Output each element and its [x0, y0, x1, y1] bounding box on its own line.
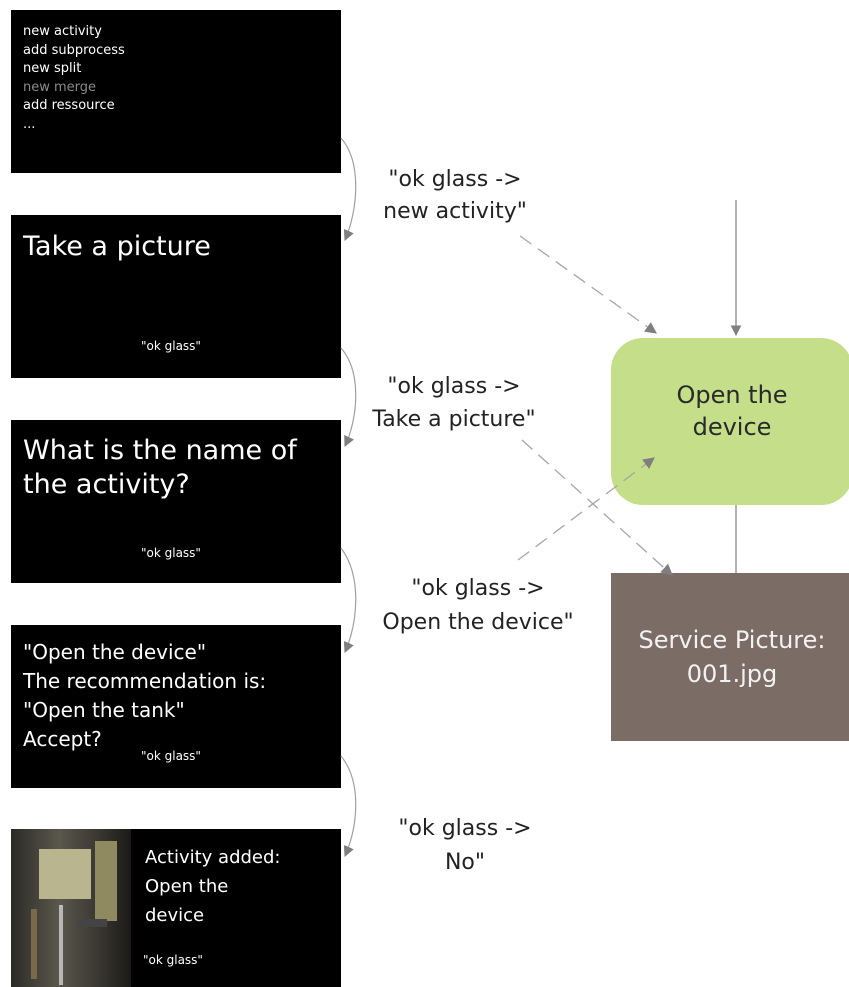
card-voice-hint: "ok glass" [141, 339, 201, 353]
menu-item-new-merge: new merge [23, 79, 97, 95]
menu-item-more[interactable]: ... [23, 116, 36, 132]
transition-arrow [340, 755, 357, 857]
menu-list: new activity add subprocess new split ne… [23, 23, 341, 134]
card-voice-hint: "ok glass" [141, 546, 201, 560]
card-title: Activity added: Open the device [145, 847, 281, 926]
card-voice-hint: "ok glass" [141, 749, 201, 763]
resource-node-service-picture[interactable]: Service Picture: 001.jpg [611, 573, 849, 741]
card-voice-hint: "ok glass" [143, 953, 203, 967]
menu-item-add-ressource[interactable]: add ressource [23, 98, 115, 113]
menu-item-add-subprocess[interactable]: add subprocess [23, 42, 125, 58]
dashed-arrow-to-activity [519, 235, 657, 334]
menu-item-new-split[interactable]: new split [23, 61, 82, 76]
card-title: Take a picture [23, 231, 211, 262]
transition-arrow [340, 137, 357, 241]
name-question-card: What is the name of the activity? "ok gl… [11, 420, 341, 583]
menu-item-new-activity[interactable]: new activity [23, 24, 102, 39]
command-new-activity: "ok glass -> new activity" [383, 167, 527, 224]
command-take-picture: "ok glass -> Take a picture" [372, 374, 536, 432]
card-title: What is the name of the activity? [23, 435, 297, 500]
activity-node-open-device[interactable]: Open the device [611, 338, 849, 505]
command-open-device: "ok glass -> Open the device" [382, 576, 574, 635]
device-photo [11, 829, 131, 987]
activity-added-card: Activity added: Open the device "ok glas… [11, 829, 341, 987]
recommendation-card: "Open the device" The recommendation is:… [11, 625, 341, 788]
card-title: "Open the device" The recommendation is:… [23, 640, 267, 751]
transition-arrow [340, 547, 357, 653]
command-no: "ok glass -> No" [398, 816, 532, 875]
take-picture-card: Take a picture "ok glass" [11, 215, 341, 378]
menu-card: new activity add subprocess new split ne… [11, 10, 341, 173]
